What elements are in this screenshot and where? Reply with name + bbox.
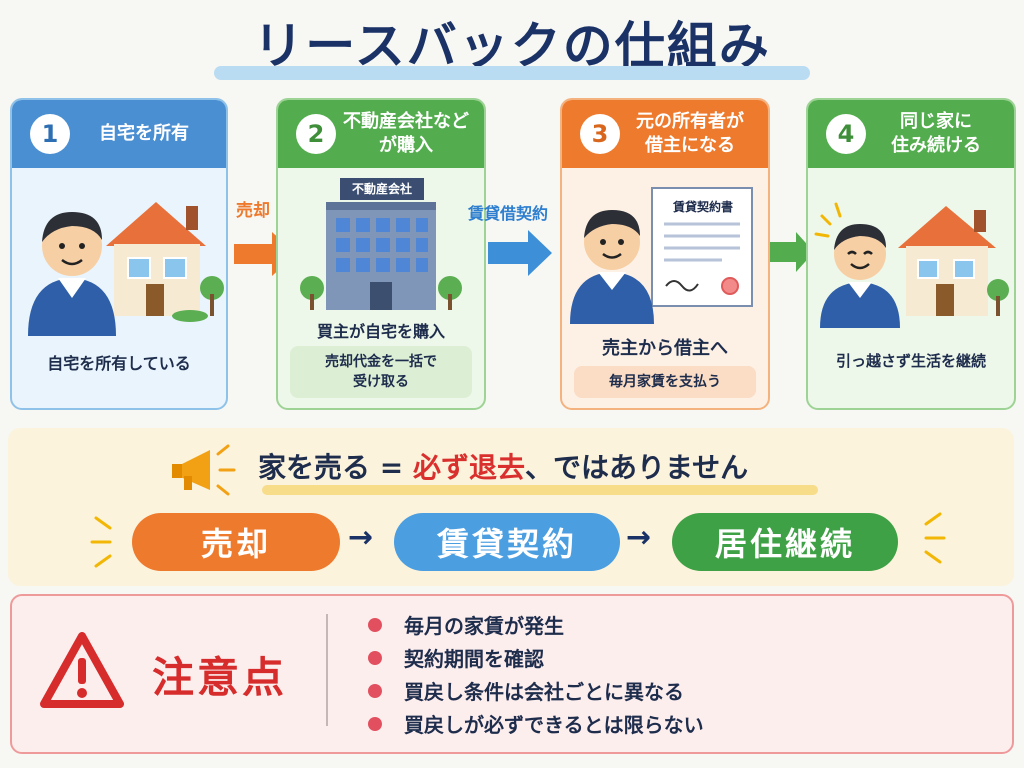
caution-item: 契約期間を確認 — [368, 643, 544, 672]
building-sign: 不動産会社 — [340, 178, 424, 200]
arrow-right-icon: → — [626, 520, 652, 555]
sparkle-left-icon — [90, 516, 112, 568]
step-heading-2: 不動産会社など が購入 — [343, 111, 469, 156]
resident-with-house-icon — [814, 202, 1009, 328]
owner-with-house-icon — [28, 202, 224, 336]
megaphone-icon — [172, 444, 236, 496]
step-heading-1: 自宅を所有 — [99, 123, 189, 144]
step-heading-4: 同じ家に 住み続ける — [891, 111, 981, 156]
office-building-icon — [300, 202, 462, 310]
step-header-1: 1 自宅を所有 — [12, 100, 226, 168]
step-header-4: 4 同じ家に 住み続ける — [808, 100, 1014, 168]
step-main-text-3: 売主から借主へ — [602, 338, 728, 359]
flow-arrow-label-2: 賃貸借契約 — [468, 204, 549, 223]
step-card-2: 2 不動産会社など が購入 不動産会社 買主が自宅を購入 売却代金を一括で 受け… — [276, 98, 486, 410]
flow-pill-residence: 居住継続 — [672, 513, 898, 571]
arrow-right-icon — [770, 232, 814, 272]
banner-text-highlight: 必ず退去 — [412, 451, 525, 484]
arrow-right-icon — [488, 230, 552, 276]
step-number-3: 3 — [580, 114, 620, 154]
caution-item-text: 買戻しが必ずできるとは限らない — [404, 713, 704, 737]
step-number-2: 2 — [296, 114, 336, 154]
caution-item: 買戻しが必ずできるとは限らない — [368, 709, 704, 738]
step-heading-3: 元の所有者が 借主になる — [636, 111, 744, 156]
bullet-icon — [368, 650, 382, 665]
step-number-4: 4 — [826, 114, 866, 154]
caution-item: 買戻し条件は会社ごとに異なる — [368, 676, 684, 705]
step-sub-text-2: 売却代金を一括で 受け取る — [290, 346, 472, 398]
banner-text-after: 、ではありません — [524, 451, 749, 484]
arrow-right-icon: → — [348, 520, 374, 555]
sparkle-right-icon — [924, 512, 946, 564]
flow-pill-lease: 賃貸契約 — [394, 513, 620, 571]
step-main-text-4: 引っ越さず生活を継続 — [835, 352, 986, 370]
caution-divider — [326, 614, 328, 726]
caution-title: 注意点 — [152, 653, 288, 702]
caution-item: 毎月の家賃が発生 — [368, 610, 564, 639]
banner-headline: 家を売る = 必ず退去、ではありません — [258, 446, 748, 486]
step-main-text-1: 自宅を所有している — [47, 354, 191, 373]
tenant-with-contract-icon — [570, 187, 753, 324]
caution-box — [10, 594, 1014, 754]
flow-arrow-label-1: 売却 — [236, 201, 270, 221]
step-number-1: 1 — [30, 114, 70, 154]
caution-item-text: 毎月の家賃が発生 — [404, 614, 564, 638]
caution-item-text: 契約期間を確認 — [404, 647, 544, 671]
title-underline — [214, 66, 810, 80]
flow-pill-sale: 売却 — [132, 513, 340, 571]
caution-item-text: 買戻し条件は会社ごとに異なる — [404, 680, 684, 704]
step-main-text-2: 買主が自宅を購入 — [316, 322, 445, 341]
bullet-icon — [368, 617, 382, 632]
banner-highlight — [262, 485, 818, 495]
step-header-3: 3 元の所有者が 借主になる — [562, 100, 768, 168]
warning-icon — [40, 632, 124, 708]
bullet-icon — [368, 683, 382, 698]
page-title: リースバックの仕組み — [253, 17, 771, 75]
banner-text-before: 家を売る = — [258, 451, 413, 484]
bullet-icon — [368, 716, 382, 731]
step-card-4: 4 同じ家に 住み続ける — [806, 98, 1016, 410]
step-card-1: 1 自宅を所有 自宅を所有している — [10, 98, 228, 410]
step-header-2: 2 不動産会社など が購入 — [278, 100, 484, 168]
step-sub-text-3: 毎月家賃を支払う — [574, 366, 756, 398]
contract-title: 賃貸契約書 — [672, 200, 733, 214]
step-card-3: 3 元の所有者が 借主になる 賃貸契約書 売主から借主へ 毎月家賃を — [560, 98, 770, 410]
